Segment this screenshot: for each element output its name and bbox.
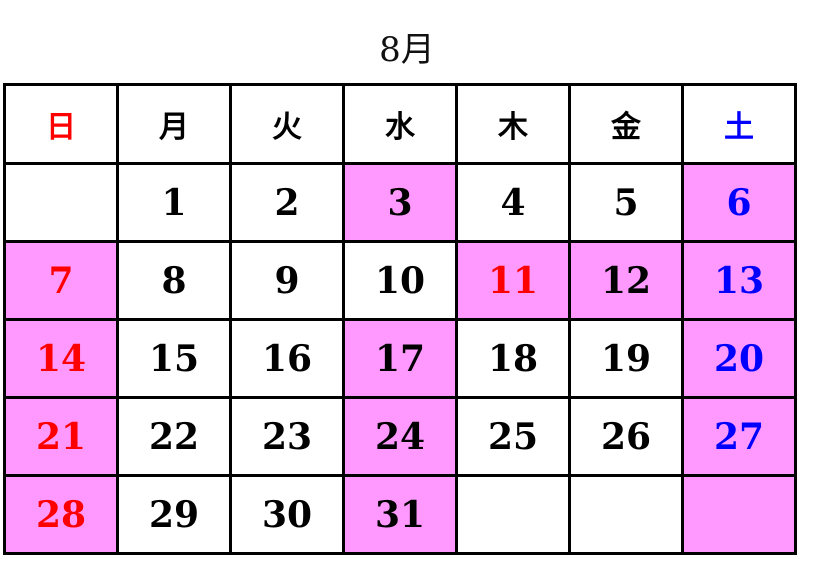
day-cell-6[interactable]: 6 (681, 162, 797, 243)
day-cell-1[interactable]: 1 (116, 162, 232, 243)
day-cell-14[interactable]: 14 (3, 318, 119, 399)
day-cell-4[interactable]: 4 (455, 162, 571, 243)
weekday-header-row: 日 月 火 水 木 金 土 (3, 83, 797, 165)
day-cell-9[interactable]: 9 (229, 240, 345, 321)
empty-day-cell (3, 162, 119, 243)
day-cell-3[interactable]: 3 (342, 162, 458, 243)
weekday-thursday: 木 (455, 83, 571, 165)
day-cell-17[interactable]: 17 (342, 318, 458, 399)
day-cell-2[interactable]: 2 (229, 162, 345, 243)
day-cell-26[interactable]: 26 (568, 396, 684, 477)
day-cell-18[interactable]: 18 (455, 318, 571, 399)
weekday-wednesday: 水 (342, 83, 458, 165)
empty-day-cell (681, 474, 797, 555)
day-cell-12[interactable]: 12 (568, 240, 684, 321)
day-cell-30[interactable]: 30 (229, 474, 345, 555)
day-cell-29[interactable]: 29 (116, 474, 232, 555)
day-cell-21[interactable]: 21 (3, 396, 119, 477)
day-cell-15[interactable]: 15 (116, 318, 232, 399)
day-cell-13[interactable]: 13 (681, 240, 797, 321)
day-cell-10[interactable]: 10 (342, 240, 458, 321)
day-cell-11[interactable]: 11 (455, 240, 571, 321)
day-cell-5[interactable]: 5 (568, 162, 684, 243)
weekday-saturday: 土 (681, 83, 797, 165)
weekday-tuesday: 火 (229, 83, 345, 165)
day-cell-27[interactable]: 27 (681, 396, 797, 477)
day-cell-7[interactable]: 7 (3, 240, 119, 321)
day-cell-20[interactable]: 20 (681, 318, 797, 399)
empty-day-cell (568, 474, 684, 555)
day-cell-28[interactable]: 28 (3, 474, 119, 555)
day-cell-19[interactable]: 19 (568, 318, 684, 399)
day-cell-31[interactable]: 31 (342, 474, 458, 555)
weekday-monday: 月 (116, 83, 232, 165)
empty-day-cell (455, 474, 571, 555)
weekday-friday: 金 (568, 83, 684, 165)
day-cell-25[interactable]: 25 (455, 396, 571, 477)
month-title: 8月 (379, 30, 435, 70)
day-cell-22[interactable]: 22 (116, 396, 232, 477)
day-cell-16[interactable]: 16 (229, 318, 345, 399)
day-cell-8[interactable]: 8 (116, 240, 232, 321)
weekday-sunday: 日 (3, 83, 119, 165)
day-cell-24[interactable]: 24 (342, 396, 458, 477)
day-cell-23[interactable]: 23 (229, 396, 345, 477)
